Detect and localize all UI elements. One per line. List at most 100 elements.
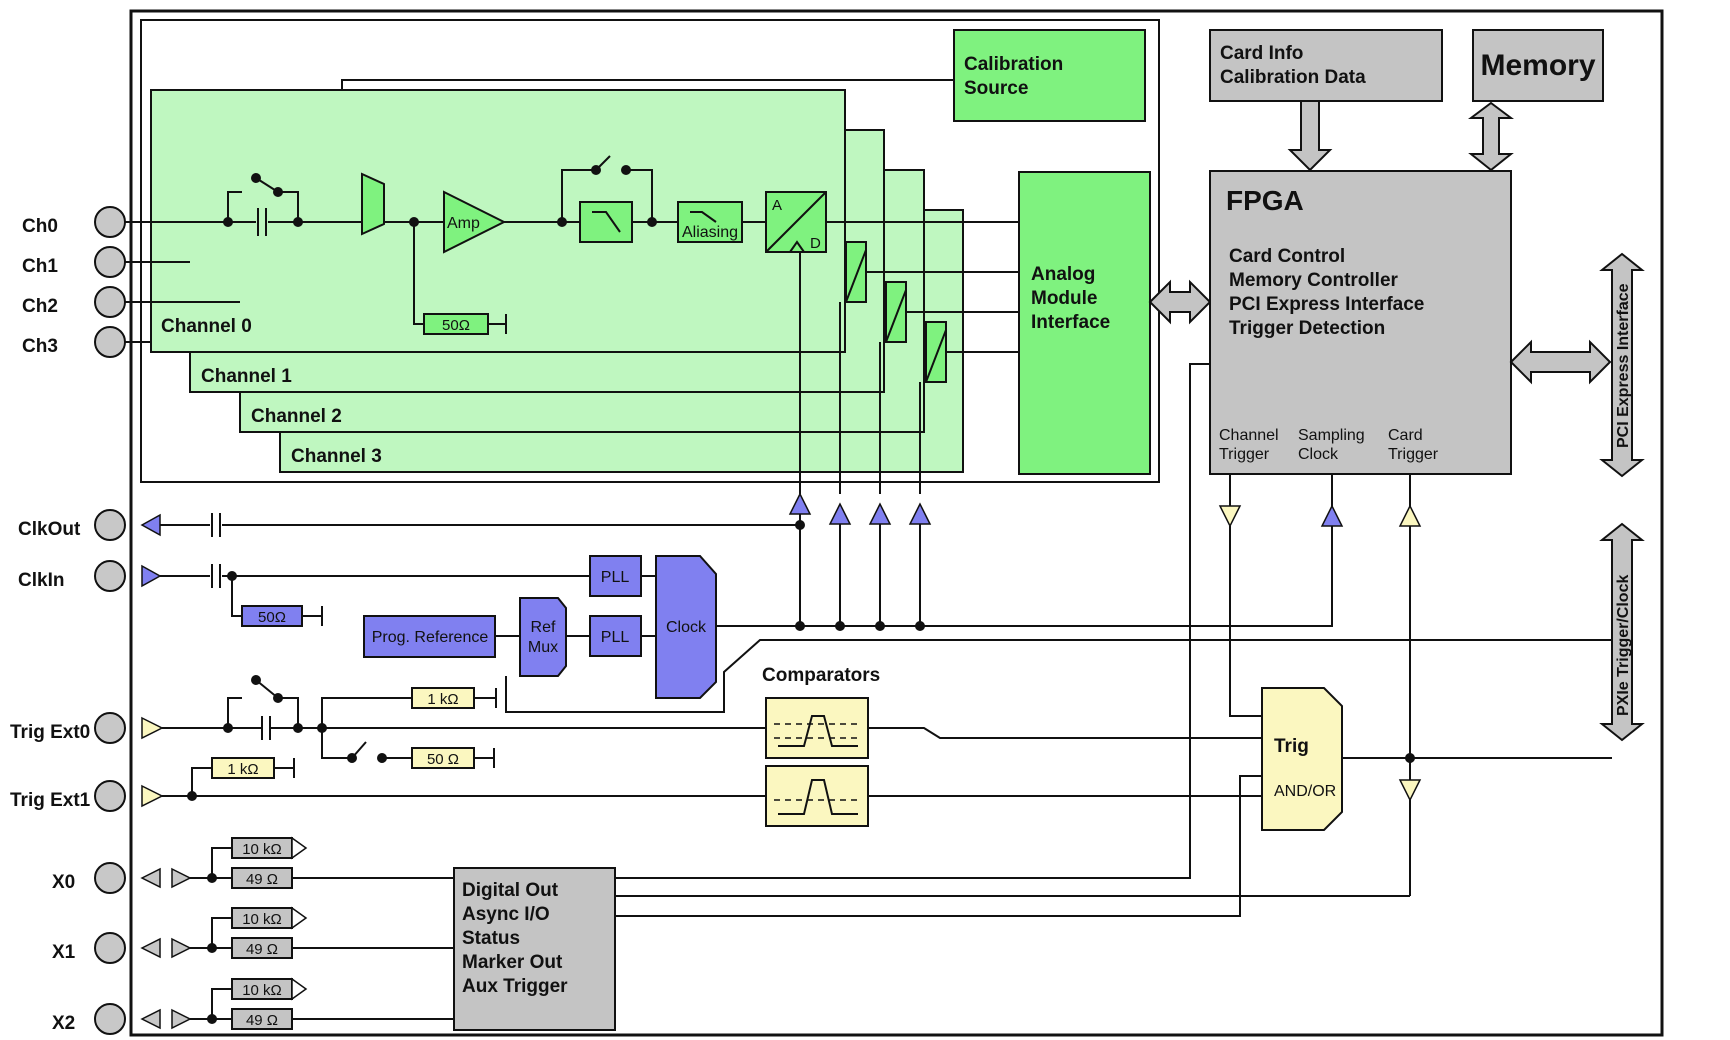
- ch1-label: Ch1: [22, 256, 58, 277]
- fpga-port-sampling-clock-1: Sampling: [1298, 427, 1365, 444]
- x2-label: X2: [52, 1013, 75, 1034]
- pxie-bus-label: PXIe Trigger/Clock: [1615, 575, 1632, 716]
- clkout-label: ClkOut: [18, 519, 81, 540]
- digital-line3: Status: [462, 928, 520, 949]
- clkin-receiver: [141, 564, 162, 588]
- clkin-connector[interactable]: [94, 560, 126, 592]
- adc-channel1: [845, 241, 867, 303]
- trig-ext0-connector[interactable]: [94, 712, 126, 744]
- channel1-label: Channel 1: [201, 366, 292, 387]
- trig-ext0-ac-switch: [223, 675, 303, 740]
- x2-connector[interactable]: [94, 1003, 126, 1035]
- trig-andor-block: [1261, 687, 1343, 831]
- ch1-connector[interactable]: [94, 246, 126, 278]
- prog-reference-block: [363, 615, 496, 658]
- digital-line2: Async I/O: [462, 904, 550, 925]
- adc-channel0: A D: [765, 191, 827, 253]
- ami-line2: Module: [1031, 288, 1098, 309]
- ami-line1: Analog: [1031, 264, 1095, 285]
- adc-a-label: A: [772, 197, 782, 214]
- x1-r49-label: 49 Ω: [246, 941, 278, 958]
- trig-ext1-label: Trig Ext1: [10, 790, 91, 811]
- pcie-bus-label: PCI Express Interface: [1615, 283, 1632, 448]
- ami-line3: Interface: [1031, 312, 1110, 333]
- fpga-function-1: Card Control: [1229, 246, 1345, 267]
- digital-line5: Aux Trigger: [462, 976, 568, 997]
- pcie-bus-arrow: [1509, 339, 1612, 385]
- channel-trigger-buffer: [1218, 505, 1242, 528]
- fpga-port-sampling-clock-2: Clock: [1298, 446, 1339, 463]
- adc-channel3: [925, 321, 947, 383]
- channel0-label: Channel 0: [161, 316, 252, 337]
- sampling-clock-buffer: [1320, 504, 1344, 527]
- pll2-label: PLL: [601, 629, 630, 646]
- fpga-function-4: Trigger Detection: [1229, 318, 1385, 339]
- trig-ext1-receiver: [141, 784, 164, 808]
- clock-buffer-ch0: [788, 492, 812, 515]
- fpga-function-2: Memory Controller: [1229, 270, 1399, 291]
- card-info-arrow: [1287, 100, 1333, 172]
- term-50-ch0-label: 50Ω: [442, 317, 470, 334]
- ch3-connector[interactable]: [94, 326, 126, 358]
- prog-reference-label: Prog. Reference: [372, 629, 489, 646]
- filter-bypass-switch: [557, 155, 657, 227]
- clock-block: [655, 555, 717, 699]
- input-mux: [361, 172, 385, 236]
- trig-r50-label: 50 Ω: [427, 751, 459, 768]
- x0-r10k-label: 10 kΩ: [242, 841, 282, 858]
- trig-ext0-label: Trig Ext0: [10, 722, 90, 743]
- calibration-source-line1: Calibration: [964, 54, 1063, 75]
- x2-r10k-label: 10 kΩ: [242, 982, 282, 999]
- aliasing-filter-icon: [690, 211, 717, 223]
- x0-r49-label: 49 Ω: [246, 871, 278, 888]
- andor-label: AND/OR: [1274, 783, 1336, 800]
- ch0-label: Ch0: [22, 216, 58, 237]
- ref-mux-line1: Ref: [531, 619, 556, 636]
- clock-label: Clock: [666, 619, 707, 636]
- clock-buffer-ch1: [828, 502, 852, 525]
- pll1-label: PLL: [601, 569, 630, 586]
- x0-connector[interactable]: [94, 862, 126, 894]
- clock-buffer-ch2: [868, 502, 892, 525]
- x1-label: X1: [52, 942, 76, 963]
- calibration-source-block: [953, 29, 1146, 122]
- fpga-function-3: PCI Express Interface: [1229, 294, 1424, 315]
- trig-ext1-connector[interactable]: [94, 780, 126, 812]
- adc-channel2: [885, 281, 907, 343]
- comparator-0: [765, 697, 869, 759]
- aliasing-label: Aliasing: [682, 224, 738, 241]
- fpga-block: [1209, 170, 1512, 475]
- lowpass-filter-icon: [592, 211, 621, 233]
- clkout-connector[interactable]: [94, 509, 126, 541]
- fpga-port-channel-trigger-1: Channel: [1219, 427, 1279, 444]
- x1-io: [140, 917, 232, 959]
- channel3-label: Channel 3: [291, 446, 382, 467]
- comparators-label: Comparators: [762, 665, 880, 686]
- fpga-port-card-trigger-1: Card: [1388, 427, 1423, 444]
- ch2-connector[interactable]: [94, 286, 126, 318]
- clock-buffer-ch3: [908, 502, 932, 525]
- x0-io: [140, 847, 232, 889]
- x2-io: [140, 988, 232, 1030]
- calibration-source-line2: Source: [964, 78, 1028, 99]
- x0-label: X0: [52, 872, 75, 893]
- x1-connector[interactable]: [94, 932, 126, 964]
- ch0-connector[interactable]: [94, 206, 126, 238]
- analog-module-interface-block: [1018, 171, 1151, 475]
- adc-d-label: D: [810, 235, 821, 252]
- channel2-label: Channel 2: [251, 406, 342, 427]
- fpga-port-channel-trigger-2: Trigger: [1219, 446, 1270, 463]
- amplifier: [443, 190, 507, 254]
- digital-io-block: [453, 867, 616, 1031]
- pxie-bus: [1599, 522, 1645, 742]
- trig-r1k-a-label: 1 kΩ: [427, 691, 458, 708]
- ac-coupling-switch: [223, 173, 303, 236]
- fpga-title: FPGA: [1226, 185, 1304, 216]
- clkin-label: ClkIn: [18, 570, 64, 591]
- fpga-port-card-trigger-2: Trigger: [1388, 446, 1439, 463]
- memory-block: [1472, 29, 1604, 102]
- clkin-term-label: 50Ω: [258, 609, 286, 626]
- pll1-block: [589, 555, 642, 597]
- x1-r10k-label: 10 kΩ: [242, 911, 282, 928]
